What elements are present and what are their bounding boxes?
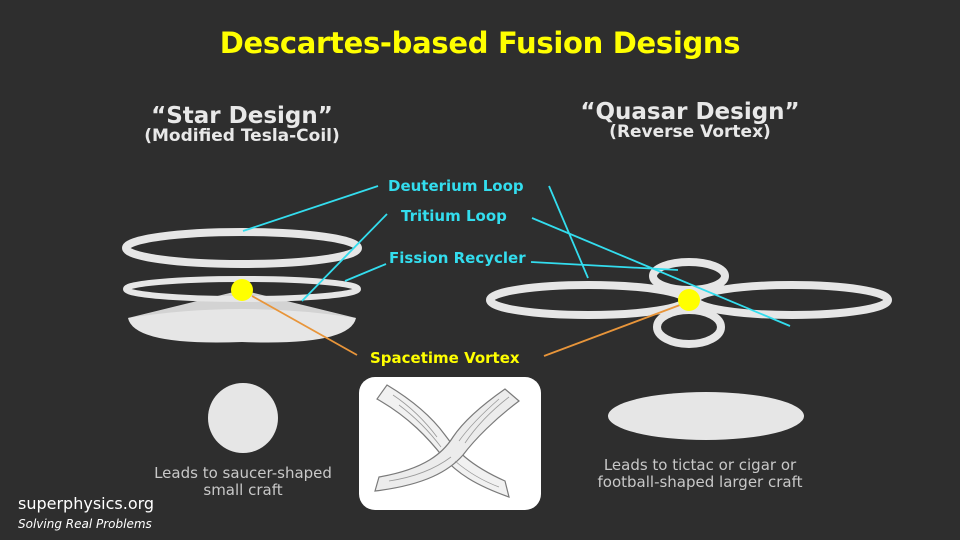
quasar-caption: Leads to tictac or cigar or football-sha… [580, 456, 820, 492]
quasar-design-heading: “Quasar Design” (Reverse Vortex) [560, 100, 820, 142]
cigar-craft-shape [608, 392, 804, 440]
star-deuterium-loop [122, 228, 362, 268]
fission-recycler-label: Fission Recycler [389, 249, 526, 267]
star-design-heading: “Star Design” (Modified Tesla-Coil) [112, 104, 372, 146]
quasar-design-title: “Quasar Design” [580, 99, 800, 125]
star-caption-line-2: small craft [203, 481, 283, 500]
spacetime-vortex-label: Spacetime Vortex [370, 349, 520, 367]
leader-fission-quasar [530, 261, 679, 271]
leader-deuterium-quasar [548, 185, 589, 279]
quasar-upper-loop [649, 258, 729, 294]
star-vortex-cone [128, 290, 356, 318]
leader-tritium-star [301, 213, 388, 302]
quasar-lower-loop [653, 306, 725, 348]
quasar-caption-line-2: football-shaped larger craft [597, 473, 803, 492]
leader-vortex-star [251, 295, 358, 356]
star-design-subtitle: (Modified Tesla-Coil) [144, 126, 340, 147]
quasar-design-subtitle: (Reverse Vortex) [609, 122, 771, 143]
deuterium-loop-label: Deuterium Loop [388, 177, 524, 195]
slide-title: Descartes-based Fusion Designs [219, 26, 741, 60]
tritium-loop-label: Tritium Loop [401, 207, 507, 225]
leader-tritium-quasar [531, 217, 791, 327]
star-caption: Leads to saucer-shaped small craft [132, 464, 354, 500]
saucer-craft-shape [208, 383, 278, 453]
quasar-core [678, 289, 700, 311]
star-caption-line-1: Leads to saucer-shaped [154, 464, 332, 482]
leader-deuterium-star [242, 185, 379, 232]
vortex-sketch-drawing [374, 384, 520, 498]
quasar-right-loop [692, 281, 892, 319]
site-tagline: Solving Real Problems [18, 517, 152, 531]
leader-vortex-quasar [543, 304, 681, 357]
site-name: superphysics.org [18, 494, 155, 513]
leader-fission-star [344, 263, 387, 282]
quasar-left-loop [486, 281, 690, 319]
star-core [231, 279, 253, 301]
vortex-sketch-image [359, 377, 541, 510]
star-design-title: “Star Design” [151, 103, 333, 129]
quasar-caption-line-1: Leads to tictac or cigar or [603, 456, 797, 474]
